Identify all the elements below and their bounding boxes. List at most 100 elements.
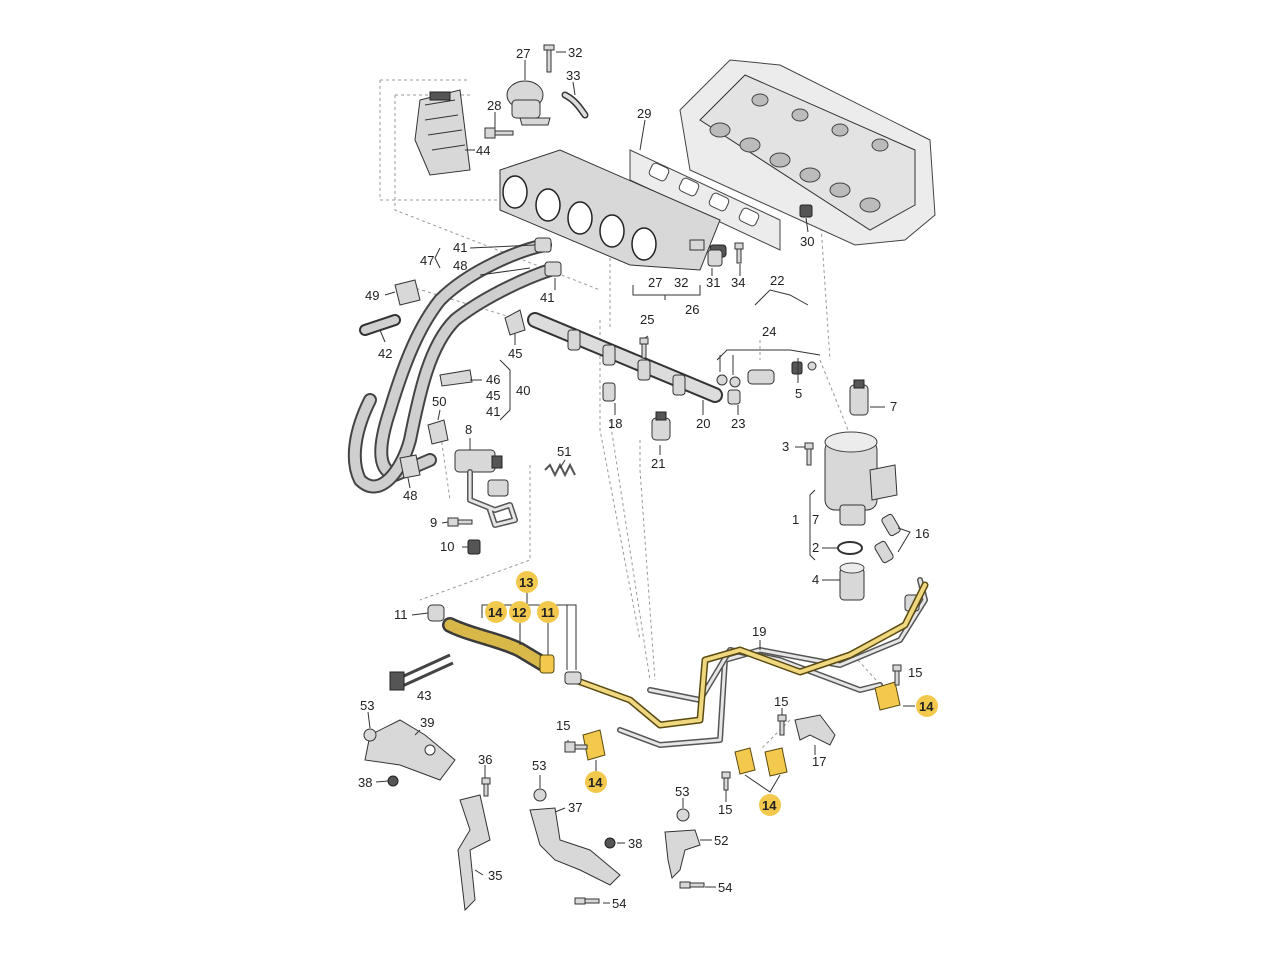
callout-15c: 15 [556,718,570,733]
callout-12: 12 [512,605,526,620]
callout-37: 37 [568,800,582,815]
callout-3: 3 [782,439,789,454]
heat-shield-44 [414,89,471,176]
clip-48 [399,454,421,479]
pressure-valve-8 [454,449,518,528]
callout-14b: 14 [919,699,934,714]
callout-5: 5 [795,386,802,401]
hose-42 [359,314,401,336]
tappet-4 [839,562,865,601]
callout-15a: 15 [908,665,922,680]
callout-33: 33 [566,68,580,83]
hose-clamp-11 [427,604,555,674]
pipe-clips-14 [582,681,901,777]
nut-38a [387,775,399,787]
nut-38b [604,837,616,849]
callout-23: 23 [731,416,745,431]
bracket-17 [794,714,836,746]
callout-22: 22 [770,273,784,288]
callout-14c: 14 [588,775,603,790]
callout-30: 30 [800,234,814,249]
clip-49 [394,279,421,306]
callout-2: 2 [812,540,819,555]
callout-31: 31 [706,275,720,290]
callout-18: 18 [608,416,622,431]
coolant-hoses [347,237,562,494]
sensor-31 [707,249,723,267]
bracket-39 [364,719,456,781]
clip-50 [427,419,449,445]
callout-24: 24 [762,324,776,339]
vacuum-actuator [506,80,551,126]
callout-16: 16 [915,526,929,541]
callout-41b: 41 [540,290,554,305]
callout-54a: 54 [612,896,626,911]
callout-51: 51 [557,444,571,459]
bolt-28 [484,127,514,139]
callout-38b: 38 [628,836,642,851]
callout-53c: 53 [675,784,689,799]
callout-41a: 41 [453,240,467,255]
callout-47: 47 [420,253,434,268]
callout-27b: 27 [648,275,662,290]
cylinder-head [679,59,936,246]
bolt-3 [804,442,814,466]
nut-53c [676,808,690,822]
nut-53a [363,728,377,742]
bracket-52 [664,829,701,879]
bolt-54a [574,897,600,905]
callout-32: 32 [568,45,582,60]
callout-4: 4 [812,572,819,587]
callout-49: 49 [365,288,379,303]
callout-32b: 32 [674,275,688,290]
sensor-7 [849,379,869,416]
callout-44: 44 [476,143,490,158]
callout-13: 13 [519,575,533,590]
fuel-rail [527,312,723,403]
fitting-23 [727,389,741,405]
cable-tie-43 [389,653,454,691]
callout-53b: 53 [532,758,546,773]
injector-set-24 [716,361,817,388]
callout-48b: 48 [403,488,417,503]
callout-17: 17 [812,754,826,769]
callout-7a: 7 [890,399,897,414]
spring-51 [544,462,576,478]
callout-21: 21 [651,456,665,471]
bolt-9 [447,517,473,527]
callout-54b: 54 [718,880,732,895]
callout-7b: 7 [812,512,819,527]
fuel-hose-12 [442,617,553,673]
callout-28: 28 [487,98,501,113]
callout-42: 42 [378,346,392,361]
intake-manifold-gasket [629,149,781,251]
callout-11b: 11 [541,605,555,620]
o-ring-2 [837,541,863,555]
callout-41c: 41 [486,404,500,419]
callout-14a: 14 [488,605,503,620]
callout-35: 35 [488,868,502,883]
bolt-54b [679,881,705,889]
highlight-badges [485,571,938,816]
screw-32 [543,44,555,73]
callout-50: 50 [432,394,446,409]
bracket-37 [529,807,621,886]
callout-52: 52 [714,833,728,848]
callout-45a: 45 [508,346,522,361]
sensor-30 [799,204,813,218]
callout-48a: 48 [453,258,467,273]
bolt-36 [481,777,491,797]
sensor-21 [651,411,671,441]
clips-46 [439,369,473,387]
callout-46: 46 [486,372,500,387]
callout-45b: 45 [486,388,500,403]
callout-40: 40 [516,383,530,398]
callout-labels: 27 32 33 28 29 44 30 27 32 31 34 26 22 2… [358,45,934,911]
callout-25: 25 [640,312,654,327]
callout-39: 39 [420,715,434,730]
callout-43: 43 [417,688,431,703]
callout-38a: 38 [358,775,372,790]
callout-53a: 53 [360,698,374,713]
callout-9: 9 [430,515,437,530]
